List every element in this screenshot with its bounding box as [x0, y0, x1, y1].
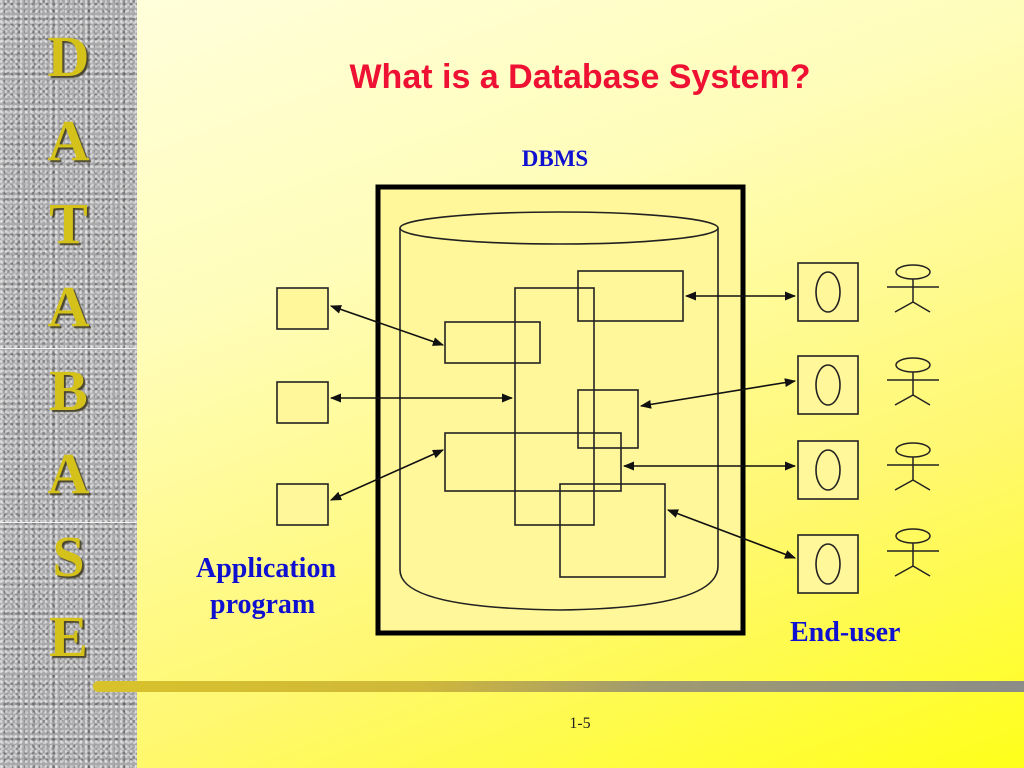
user-stick-figure-icon — [887, 264, 939, 313]
end-user-arrow — [666, 509, 797, 559]
user-stick-figure-icon — [887, 528, 939, 577]
sidebar-letter: T — [49, 191, 88, 256]
data-block — [444, 432, 622, 492]
sidebar-letter: D — [47, 24, 90, 89]
end-user-terminals — [797, 262, 859, 594]
application-program-box — [276, 483, 329, 526]
sidebar-letter: A — [47, 108, 90, 173]
user-stick-figure-icon — [887, 442, 939, 491]
sidebar-letter: A — [47, 274, 90, 339]
terminal-icon — [797, 440, 859, 500]
user-stick-figure-icon — [887, 357, 939, 406]
sidebar-letter: A — [47, 441, 90, 506]
sidebar-letter: E — [49, 604, 88, 669]
slide-title: What is a Database System? — [349, 58, 811, 96]
application-program-box — [276, 381, 329, 424]
terminal-icon — [797, 534, 859, 594]
footer-divider-bar — [93, 681, 1024, 692]
sidebar-divider — [0, 348, 137, 349]
data-block — [577, 389, 639, 449]
application-arrow — [329, 449, 445, 501]
terminal-icon — [797, 262, 859, 322]
end-user-label: End-user — [790, 617, 901, 648]
application-label-line2: program — [210, 589, 316, 620]
application-arrow — [329, 305, 445, 346]
end-user-arrow — [639, 378, 797, 409]
data-block — [559, 483, 666, 578]
dbms-label: DBMS — [521, 146, 589, 171]
terminal-icon — [797, 355, 859, 415]
sidebar-letter: S — [52, 524, 85, 589]
application-program-label: Application program — [196, 551, 376, 623]
application-label-line1: Application — [196, 553, 337, 584]
data-block — [444, 321, 541, 364]
application-program-box — [276, 287, 329, 330]
database-cylinder — [399, 211, 719, 611]
dbms-frame — [375, 184, 746, 636]
data-block — [514, 287, 595, 526]
page-number: 1-5 — [569, 715, 591, 732]
sidebar-letter: B — [49, 358, 88, 423]
sidebar-divider — [0, 522, 137, 523]
sidebar-panel: D A T A B A S E — [0, 0, 137, 768]
data-block — [577, 270, 684, 322]
